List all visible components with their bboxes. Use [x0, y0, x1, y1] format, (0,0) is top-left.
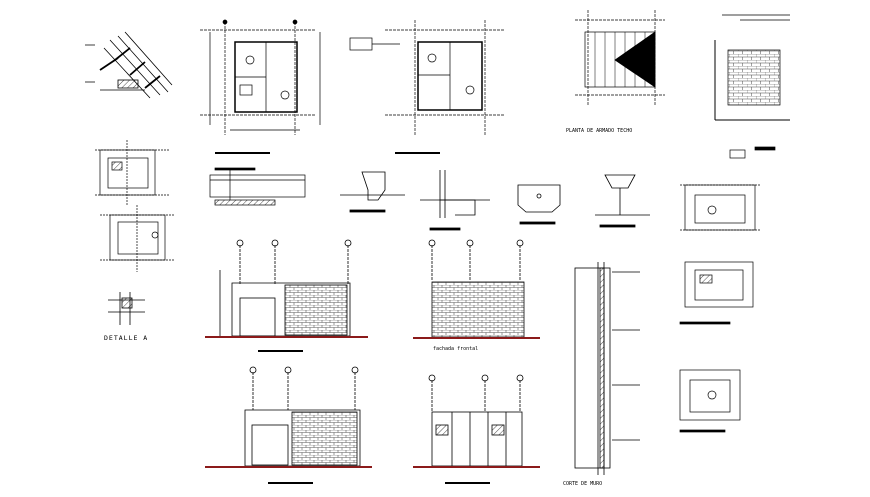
- rear-elevation-title-bar: [445, 482, 490, 484]
- front-elevation-label: fachada frontal: [433, 346, 478, 352]
- roof-framing-plan: [575, 10, 665, 105]
- elevation-1-title-bar: [258, 350, 303, 352]
- detail-a-sketch: [108, 292, 145, 325]
- small-plan-1: [95, 140, 170, 205]
- side-elevation-1: [219, 239, 352, 337]
- wall-elevation-top-right: [714, 14, 790, 159]
- side-elevation-2: [244, 366, 361, 467]
- small-plan-2: [100, 205, 175, 272]
- plan-1-title-bar: [215, 152, 270, 154]
- toilet-detail: [340, 171, 405, 213]
- right-plan-3: [679, 369, 741, 433]
- section-label: CORTE DE MURO: [563, 481, 602, 487]
- rear-elevation: [428, 374, 524, 467]
- plan-2-title-bar: [395, 152, 440, 154]
- floor-plan-2: [349, 20, 505, 135]
- front-elevation: [428, 239, 525, 338]
- wall-section: [574, 262, 640, 475]
- sink-detail: [517, 184, 561, 225]
- floor-plan-1: [200, 19, 321, 135]
- pipe-detail: [420, 170, 490, 231]
- roof-plan-label: PLANTA DE ARMADO TECHO: [566, 128, 632, 134]
- right-plan-1: [680, 184, 760, 231]
- lavatory-detail: [595, 174, 650, 228]
- diagonal-detail: [85, 31, 173, 99]
- foundation-detail: [209, 167, 306, 206]
- detail-a-label: DETALLE A: [104, 334, 148, 342]
- elevation-2-title-bar: [268, 482, 313, 484]
- right-plan-2: [679, 261, 754, 325]
